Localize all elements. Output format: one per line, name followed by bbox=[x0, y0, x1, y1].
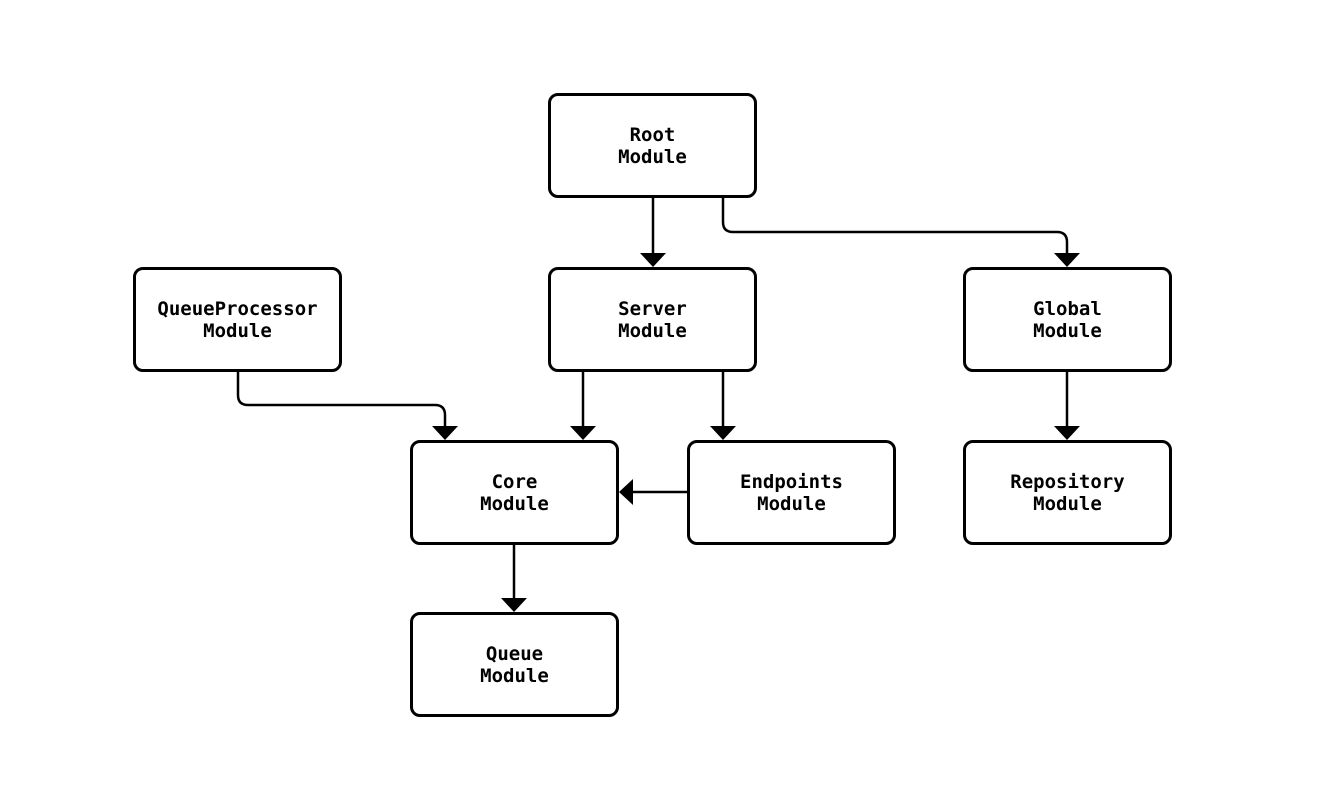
edge-queueprocessor-to-core bbox=[236, 371, 458, 440]
node-label-line: Root bbox=[629, 123, 676, 146]
node-root-module: Root Module bbox=[548, 93, 757, 198]
edge-server-to-core bbox=[570, 371, 596, 440]
edge-core-to-queue bbox=[501, 544, 527, 612]
node-label-line: Global bbox=[1033, 297, 1102, 320]
edge-root-to-server bbox=[640, 197, 666, 267]
node-label-line: Module bbox=[1033, 492, 1102, 515]
node-repository-module: Repository Module bbox=[963, 440, 1172, 545]
node-label-line: Module bbox=[1033, 319, 1102, 342]
node-label-line: QueueProcessor bbox=[157, 297, 318, 320]
node-queue-module: Queue Module bbox=[410, 612, 619, 717]
node-label-line: Module bbox=[480, 492, 549, 515]
edge-server-to-endpoints bbox=[710, 371, 736, 440]
node-server-module: Server Module bbox=[548, 267, 757, 372]
node-label-line: Core bbox=[491, 470, 538, 493]
node-label-line: Module bbox=[757, 492, 826, 515]
node-core-module: Core Module bbox=[410, 440, 619, 545]
node-label-line: Repository bbox=[1010, 470, 1125, 493]
edge-global-to-repository bbox=[1054, 371, 1080, 440]
node-global-module: Global Module bbox=[963, 267, 1172, 372]
edge-endpoints-to-core bbox=[619, 479, 687, 505]
node-label-line: Server bbox=[618, 297, 687, 320]
node-queueprocessor-module: QueueProcessor Module bbox=[133, 267, 342, 372]
node-label-line: Queue bbox=[485, 642, 544, 665]
node-label-line: Module bbox=[618, 319, 687, 342]
node-label-line: Module bbox=[480, 664, 549, 687]
node-label-line: Endpoints bbox=[740, 470, 843, 493]
node-endpoints-module: Endpoints Module bbox=[687, 440, 896, 545]
node-label-line: Module bbox=[618, 145, 687, 168]
node-label-line: Module bbox=[203, 319, 272, 342]
edge-root-to-global bbox=[721, 197, 1080, 267]
